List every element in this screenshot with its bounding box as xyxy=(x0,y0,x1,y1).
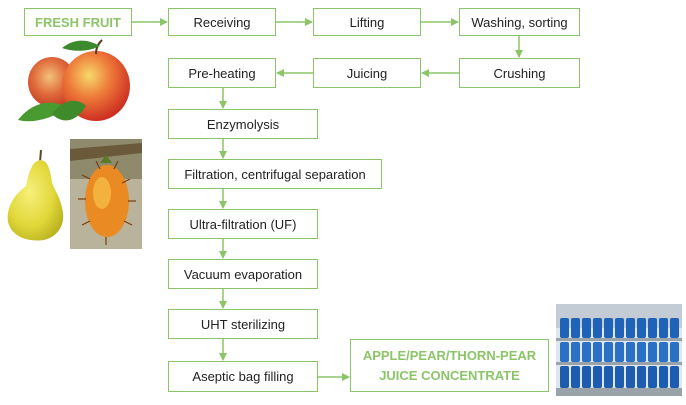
step-label: UHT sterilizing xyxy=(200,316,286,332)
step-vacuum-evaporation: Vacuum evaporation xyxy=(168,259,318,289)
step-uht-sterilizing: UHT sterilizing xyxy=(168,309,318,339)
step-juicing: Juicing xyxy=(313,58,421,88)
source-label: FRESH FRUIT xyxy=(35,14,121,30)
step-label: Lifting xyxy=(349,14,385,30)
pear-photo xyxy=(7,149,64,241)
step-label: Filtration, centrifugal separation xyxy=(184,166,366,182)
step-label: Juicing xyxy=(346,65,388,81)
step-aseptic-filling: Aseptic bag filling xyxy=(168,361,318,392)
product-box: APPLE/PEAR/THORN-PEAR JUICE CONCENTRATE xyxy=(350,339,549,392)
step-label: Pre-heating xyxy=(188,65,256,81)
step-ultra-filtration: Ultra-filtration (UF) xyxy=(168,209,318,239)
product-line-1: APPLE/PEAR/THORN-PEAR xyxy=(362,347,537,363)
step-label: Enzymolysis xyxy=(206,116,280,132)
drums-photo xyxy=(556,304,682,396)
step-label: Ultra-filtration (UF) xyxy=(189,216,297,232)
product-line-2: JUICE CONCENTRATE xyxy=(379,367,520,383)
source-box: FRESH FRUIT xyxy=(24,8,132,36)
step-label: Aseptic bag filling xyxy=(192,369,294,384)
step-label: Crushing xyxy=(493,65,546,81)
thorn-pear-photo xyxy=(70,139,142,249)
step-filtration: Filtration, centrifugal separation xyxy=(168,159,382,189)
step-crushing: Crushing xyxy=(459,58,580,88)
step-label: Washing, sorting xyxy=(471,14,568,30)
step-lifting: Lifting xyxy=(313,8,421,36)
step-receiving: Receiving xyxy=(168,8,276,36)
step-label: Receiving xyxy=(193,14,251,30)
apple-photo xyxy=(18,39,130,122)
step-preheating: Pre-heating xyxy=(168,58,276,88)
step-label: Vacuum evaporation xyxy=(183,266,303,282)
step-enzymolysis: Enzymolysis xyxy=(168,109,318,139)
step-washing: Washing, sorting xyxy=(459,8,580,36)
